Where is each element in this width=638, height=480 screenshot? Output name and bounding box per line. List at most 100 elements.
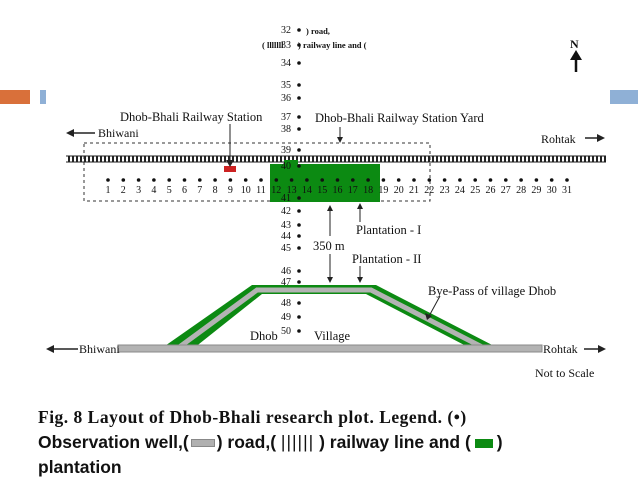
observation-well-41	[297, 196, 301, 200]
scale-note: Not to Scale	[535, 366, 594, 380]
observation-well-33	[297, 43, 301, 47]
observation-well-45	[297, 246, 301, 250]
observation-well-label-22: 22	[424, 185, 434, 196]
accent-bar-right	[610, 90, 638, 104]
caption-text-2c: ) railway line and (	[319, 432, 471, 452]
observation-well-label-21: 21	[409, 185, 419, 196]
bhiwani-top-arrow-head	[66, 129, 74, 137]
rail-legend-glyph: ||||||	[280, 432, 315, 452]
observation-well-8	[213, 178, 217, 182]
observation-well-label-23: 23	[440, 185, 450, 196]
observation-well-16	[335, 178, 340, 182]
observation-well-label-32: 32	[281, 25, 291, 36]
plantation-2-label: Plantation - II	[352, 252, 421, 266]
observation-well-label-5: 5	[167, 185, 172, 196]
observation-well-label-11: 11	[256, 185, 266, 196]
observation-well-18	[366, 178, 370, 182]
observation-well-43	[297, 223, 301, 227]
distance-label: 350 m	[313, 239, 345, 253]
observation-well-32	[297, 28, 301, 32]
observation-well-label-30: 30	[547, 185, 557, 196]
observation-well-label-50: 50	[281, 326, 291, 337]
overlay-text-road: ) road,	[306, 26, 330, 36]
rohtak-bottom-arrow-head	[598, 345, 606, 353]
observation-well-label-44: 44	[281, 231, 291, 242]
caption-line-3: plantation	[38, 455, 638, 480]
road-legend-icon	[190, 439, 215, 448]
research-plot-diagram: N Dhob-Bhali Railway Station Dhob-Bhali …	[46, 25, 606, 380]
plantation-legend-icon	[474, 438, 493, 448]
plantation-1-marker	[284, 160, 298, 166]
caption-bullet: •	[453, 407, 461, 427]
observation-well-label-14: 14	[302, 185, 312, 196]
observation-well-50	[297, 329, 301, 333]
north-label: N	[570, 37, 579, 51]
rohtak-top-arrow-head	[597, 134, 605, 142]
observation-well-label-36: 36	[281, 93, 291, 104]
observation-well-label-10: 10	[241, 185, 251, 196]
observation-well-3	[136, 178, 141, 182]
distance-arrow-down	[327, 277, 333, 283]
observation-well-2	[121, 178, 126, 182]
observation-well-44	[297, 234, 301, 238]
caption-text-2b: ) road,(	[216, 432, 277, 452]
observation-well-9	[228, 178, 233, 182]
bypass-pointer-head	[425, 313, 432, 320]
observation-well-19	[381, 178, 386, 182]
observation-well-label-35: 35	[281, 80, 291, 91]
observation-well-label-49: 49	[281, 312, 291, 323]
observation-well-25	[473, 178, 478, 182]
bypass-label: Bye-Pass of village Dhob	[428, 284, 556, 298]
observation-well-label-40: 40	[281, 161, 291, 172]
plantation-2-pointer-head	[357, 277, 363, 283]
observation-well-label-12: 12	[271, 185, 281, 196]
yard-label: Dhob-Bhali Railway Station Yard	[315, 111, 484, 125]
observation-well-label-37: 37	[281, 112, 291, 123]
observation-well-label-1: 1	[106, 185, 111, 196]
observation-well-label-45: 45	[281, 243, 291, 254]
plantation-1-pointer-head	[357, 203, 363, 209]
bhiwani-top-label: Bhiwani	[98, 126, 139, 140]
caption-line-2: Observation well,( ) road,( |||||| ) rail…	[38, 430, 638, 455]
observation-well-1	[106, 178, 110, 182]
observation-well-39	[297, 148, 301, 152]
station-yard-boundary	[83, 142, 431, 202]
observation-well-40	[297, 164, 301, 168]
observation-well-23	[442, 178, 447, 182]
figure-caption: Fig. 8 Layout of Dhob-Bhali research plo…	[38, 405, 638, 480]
observation-well-label-7: 7	[197, 185, 202, 196]
north-arrow-head	[570, 50, 582, 60]
observation-well-47	[297, 280, 301, 284]
observation-well-35	[297, 83, 301, 87]
overlay-text-rail: ( lllllll	[262, 40, 284, 50]
dhob-label: Dhob	[250, 329, 278, 343]
observation-well-label-47: 47	[281, 277, 291, 288]
observation-well-label-26: 26	[486, 185, 496, 196]
observation-well-label-3: 3	[136, 185, 141, 196]
station-label: Dhob-Bhali Railway Station	[120, 110, 263, 124]
observation-well-13	[289, 178, 294, 182]
observation-well-21	[412, 178, 416, 182]
observation-well-label-38: 38	[281, 124, 291, 135]
observation-well-12	[274, 178, 279, 182]
observation-well-46	[297, 269, 301, 273]
observation-well-label-19: 19	[378, 185, 388, 196]
bhiwani-bottom-arrow-head	[46, 345, 54, 353]
observation-well-label-25: 25	[470, 185, 480, 196]
observation-well-label-18: 18	[363, 185, 373, 196]
main-road	[117, 344, 543, 353]
caption-text-2a: Observation well,(	[38, 432, 189, 452]
accent-bar-left-tick	[40, 90, 46, 104]
observation-well-label-9: 9	[228, 185, 233, 196]
observation-well-28	[519, 178, 523, 182]
observation-well-17	[351, 178, 355, 182]
accent-bar-left	[0, 90, 30, 104]
overlay-text-railway: ) railway line and (	[298, 40, 367, 50]
rohtak-bottom-label: Rohtak	[543, 342, 578, 356]
observation-well-label-6: 6	[182, 185, 187, 196]
observation-well-6	[182, 178, 187, 182]
observation-well-11	[259, 178, 263, 182]
observation-well-15	[320, 178, 325, 182]
observation-well-label-41: 41	[281, 193, 291, 204]
observation-well-label-16: 16	[333, 185, 343, 196]
